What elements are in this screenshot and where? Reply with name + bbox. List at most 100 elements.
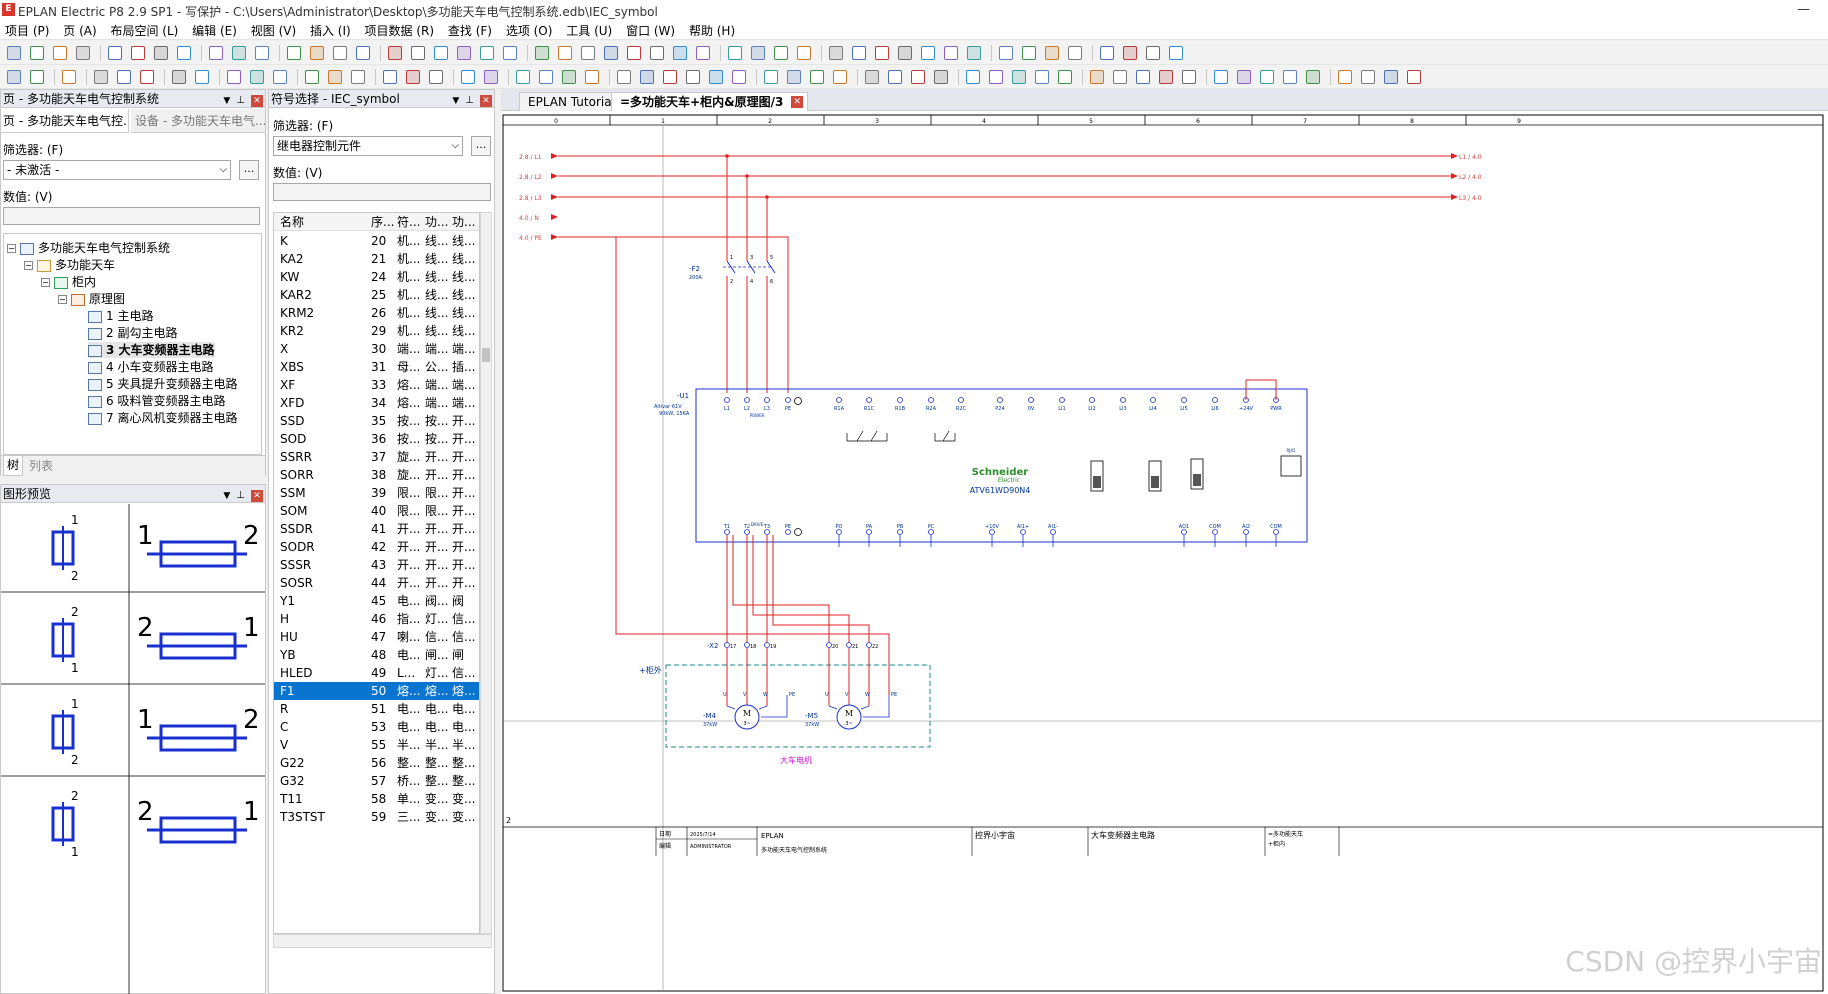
close-icon[interactable]: ✕: [251, 490, 263, 502]
edit-tool-11-icon[interactable]: [270, 68, 290, 86]
menu-options[interactable]: 选项 (O): [505, 24, 553, 38]
edit-tool-37-icon[interactable]: [931, 68, 951, 86]
pin-icon[interactable]: ⊥: [236, 95, 245, 106]
pin-icon[interactable]: ⊥: [465, 95, 474, 106]
main-tool-22-icon[interactable]: [532, 44, 552, 62]
minimize-button[interactable]: —: [1797, 2, 1810, 17]
edit-tool-4-icon[interactable]: [91, 68, 111, 86]
scrollbar-thumb[interactable]: [482, 348, 490, 362]
symbol-filter-select[interactable]: 继电器控制元件 ⌵: [273, 136, 463, 156]
edit-tool-51-icon[interactable]: [1280, 68, 1300, 86]
tree-page-2[interactable]: 2 副勾主电路: [88, 325, 177, 341]
edit-tool-21-icon[interactable]: [536, 68, 556, 86]
close-tab-icon[interactable]: ✕: [791, 96, 804, 108]
dropdown-icon[interactable]: ▼: [223, 96, 231, 106]
edit-tool-22-icon[interactable]: [559, 68, 579, 86]
edit-tool-28-icon[interactable]: [706, 68, 726, 86]
edit-tool-29-icon[interactable]: [729, 68, 749, 86]
collapse-icon[interactable]: −: [7, 244, 16, 253]
menu-find[interactable]: 查找 (F): [447, 24, 492, 38]
main-tool-17-icon[interactable]: [408, 44, 428, 62]
edit-tool-26-icon[interactable]: [660, 68, 680, 86]
edit-tool-54-icon[interactable]: [1358, 68, 1378, 86]
menu-project-data[interactable]: 项目数据 (R): [364, 24, 435, 38]
collapse-icon[interactable]: −: [24, 261, 33, 270]
tab-devices[interactable]: 设备 - 多功能天车电气...: [131, 109, 265, 133]
edit-tool-2-icon[interactable]: [27, 68, 47, 86]
edit-tool-15-icon[interactable]: [380, 68, 400, 86]
menu-project[interactable]: 项目 (P): [5, 24, 50, 38]
symbol-list-scrollbar[interactable]: [480, 212, 492, 934]
symbol-value-input[interactable]: [273, 183, 491, 201]
tree-root[interactable]: −多功能天车电气控制系统: [7, 240, 170, 256]
main-tool-23-icon[interactable]: [555, 44, 575, 62]
main-tool-26-icon[interactable]: [624, 44, 644, 62]
filter-more-button[interactable]: ...: [239, 160, 259, 180]
main-tool-39-icon[interactable]: [941, 44, 961, 62]
edit-tool-32-icon[interactable]: [807, 68, 827, 86]
menu-layout-space[interactable]: 布局空间 (L): [110, 24, 179, 38]
edit-tool-49-icon[interactable]: [1234, 68, 1254, 86]
tree-node-cabinet[interactable]: −柜内: [41, 274, 96, 290]
col-function[interactable]: 功...: [425, 215, 449, 229]
main-tool-12-icon[interactable]: [284, 44, 304, 62]
main-tool-38-icon[interactable]: [918, 44, 938, 62]
edit-tool-12-icon[interactable]: [302, 68, 322, 86]
main-tool-47-icon[interactable]: [1143, 44, 1163, 62]
edit-tool-43-icon[interactable]: [1087, 68, 1107, 86]
main-tool-20-icon[interactable]: [477, 44, 497, 62]
dropdown-icon[interactable]: ▼: [452, 96, 460, 106]
col-name[interactable]: 名称: [280, 215, 305, 229]
edit-tool-36-icon[interactable]: [908, 68, 928, 86]
edit-tool-42-icon[interactable]: [1055, 68, 1075, 86]
main-tool-43-icon[interactable]: [1042, 44, 1062, 62]
main-tool-6-icon[interactable]: [128, 44, 148, 62]
edit-tool-44-icon[interactable]: [1110, 68, 1130, 86]
edit-tool-24-icon[interactable]: [614, 68, 634, 86]
edit-tool-33-icon[interactable]: [830, 68, 850, 86]
main-tool-11-icon[interactable]: [252, 44, 272, 62]
main-tool-45-icon[interactable]: [1097, 44, 1117, 62]
edit-tool-17-icon[interactable]: [426, 68, 446, 86]
tree-page-7[interactable]: 7 离心风机变频器主电路: [88, 410, 237, 426]
tab-tree[interactable]: 树: [3, 456, 23, 476]
main-tool-3-icon[interactable]: [50, 44, 70, 62]
main-tool-40-icon[interactable]: [964, 44, 984, 62]
edit-tool-19-icon[interactable]: [481, 68, 501, 86]
tab-eplan-tutorials[interactable]: EPLAN Tutorials: [519, 92, 631, 111]
main-tool-13-icon[interactable]: [307, 44, 327, 62]
main-tool-19-icon[interactable]: [454, 44, 474, 62]
collapse-icon[interactable]: −: [41, 278, 50, 287]
main-tool-18-icon[interactable]: [431, 44, 451, 62]
main-tool-27-icon[interactable]: [647, 44, 667, 62]
main-tool-9-icon[interactable]: [206, 44, 226, 62]
edit-tool-8-icon[interactable]: [192, 68, 212, 86]
edit-tool-14-icon[interactable]: [348, 68, 368, 86]
tree-node-crane[interactable]: −多功能天车: [24, 257, 115, 273]
tab-pages[interactable]: 页 - 多功能天车电气控...: [1, 109, 129, 133]
value-input[interactable]: [3, 207, 260, 225]
edit-tool-35-icon[interactable]: [885, 68, 905, 86]
tab-list[interactable]: 列表: [28, 459, 53, 473]
collapse-icon[interactable]: −: [58, 295, 67, 304]
tree-page-5[interactable]: 5 夹具提升变频器主电路: [88, 376, 237, 392]
menu-tools[interactable]: 工具 (U): [566, 24, 613, 38]
edit-tool-55-icon[interactable]: [1381, 68, 1401, 86]
